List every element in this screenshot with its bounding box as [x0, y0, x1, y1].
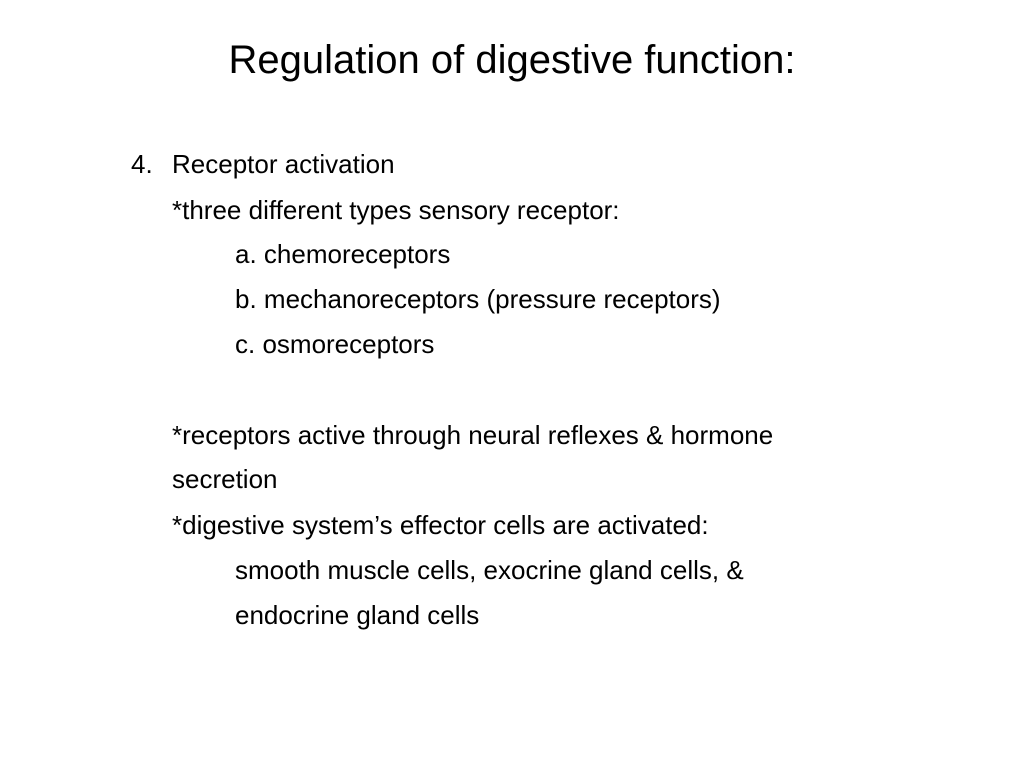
receptors-active-line1: *receptors active through neural reflexe…	[172, 420, 774, 450]
effector-line2: endocrine gland cells	[235, 600, 480, 630]
item-number: 4.	[131, 149, 153, 179]
receptors-active-line2: secretion	[172, 464, 278, 494]
type-chemoreceptors: a. chemoreceptors	[235, 239, 451, 269]
effector-line1: smooth muscle cells, exocrine gland cell…	[235, 555, 744, 585]
slide-title: Regulation of digestive function:	[228, 38, 796, 82]
type-mechanoreceptors: b. mechanoreceptors (pressure receptors)	[235, 284, 721, 314]
item-heading: Receptor activation	[172, 149, 395, 179]
effector-intro: *digestive system’s effector cells are a…	[172, 510, 709, 540]
types-intro: *three different types sensory receptor:	[172, 195, 620, 225]
type-osmoreceptors: c. osmoreceptors	[235, 329, 435, 359]
